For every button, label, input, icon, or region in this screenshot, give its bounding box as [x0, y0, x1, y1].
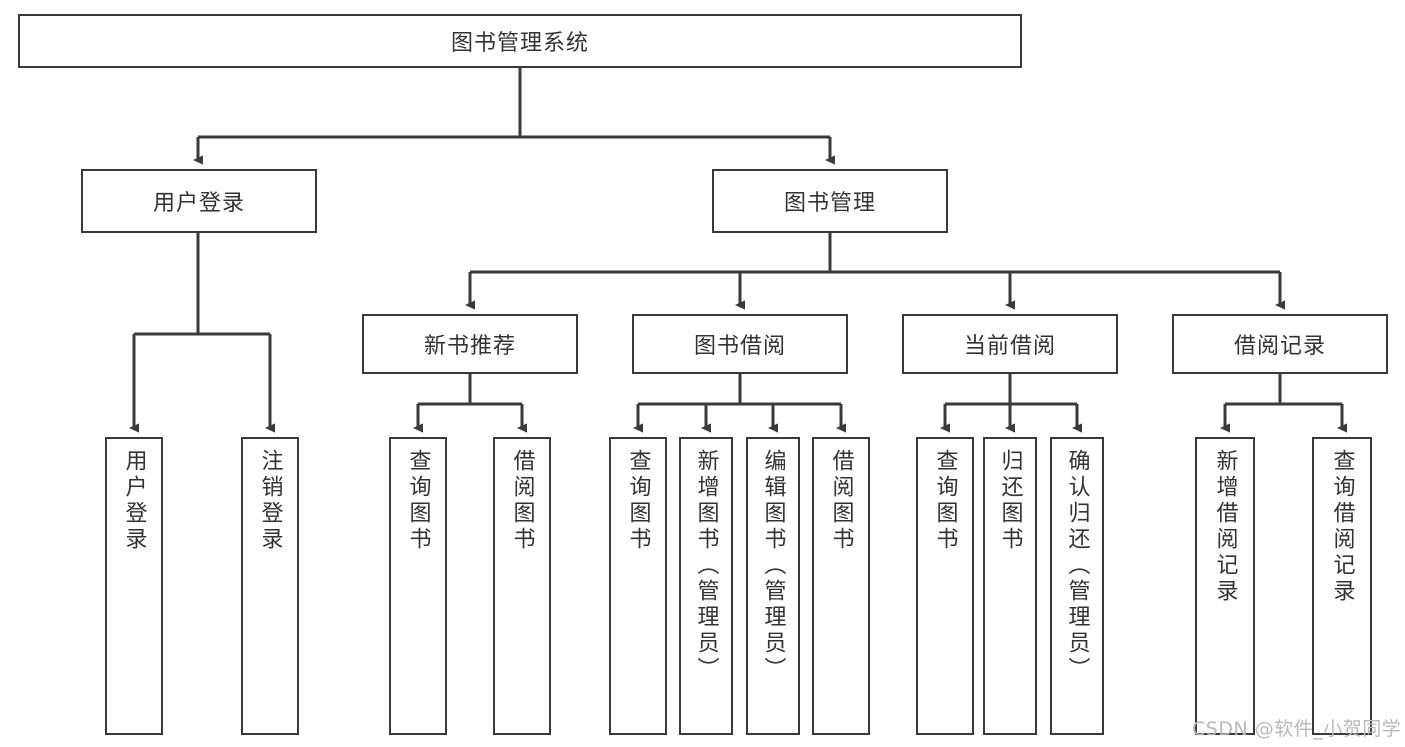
leaf-new-book-borrow[interactable]: 借阅图书 [493, 437, 551, 735]
node-root-system[interactable]: 图书管理系统 [18, 14, 1022, 68]
leaf-label: 用户登录 [121, 449, 147, 553]
leaf-label: 查询图书 [625, 449, 651, 553]
leaf-borrow-record-add[interactable]: 新增借阅记录 [1195, 437, 1255, 735]
leaf-label: 新增借阅记录 [1212, 449, 1238, 605]
leaf-label: 查询图书 [932, 449, 958, 553]
leaf-current-borrow-confirm[interactable]: 确认归还（管理员） [1050, 437, 1104, 735]
leaf-user-login-login[interactable]: 用户登录 [105, 437, 163, 735]
leaf-book-borrow-add[interactable]: 新增图书（管理员） [679, 437, 733, 735]
leaf-current-borrow-return[interactable]: 归还图书 [983, 437, 1037, 735]
leaf-book-borrow-edit[interactable]: 编辑图书（管理员） [746, 437, 800, 735]
leaf-label: 借阅图书 [509, 449, 535, 553]
leaf-label: 查询图书 [405, 449, 431, 553]
leaf-book-borrow-borrow[interactable]: 借阅图书 [812, 437, 870, 735]
node-user-login[interactable]: 用户登录 [81, 169, 317, 233]
leaf-label: 归还图书 [997, 449, 1023, 553]
node-book-management[interactable]: 图书管理 [712, 169, 948, 233]
csdn-watermark: CSDN @软件_小贺同学 [1192, 718, 1402, 740]
node-book-borrow[interactable]: 图书借阅 [632, 314, 848, 374]
leaf-label: 借阅图书 [828, 449, 854, 553]
node-current-borrow[interactable]: 当前借阅 [902, 314, 1118, 374]
leaf-label: 注销登录 [257, 449, 283, 553]
node-borrow-record[interactable]: 借阅记录 [1172, 314, 1388, 374]
leaf-current-borrow-query[interactable]: 查询图书 [916, 437, 974, 735]
leaf-book-borrow-query[interactable]: 查询图书 [609, 437, 667, 735]
leaf-label: 编辑图书（管理员） [760, 449, 786, 683]
node-new-book-recommend[interactable]: 新书推荐 [362, 314, 578, 374]
leaf-label: 查询借阅记录 [1329, 449, 1355, 605]
leaf-label: 新增图书（管理员） [693, 449, 719, 683]
leaf-label: 确认归还（管理员） [1064, 449, 1090, 683]
leaf-borrow-record-query[interactable]: 查询借阅记录 [1312, 437, 1372, 735]
leaf-new-book-query[interactable]: 查询图书 [389, 437, 447, 735]
leaf-user-login-logout[interactable]: 注销登录 [241, 437, 299, 735]
